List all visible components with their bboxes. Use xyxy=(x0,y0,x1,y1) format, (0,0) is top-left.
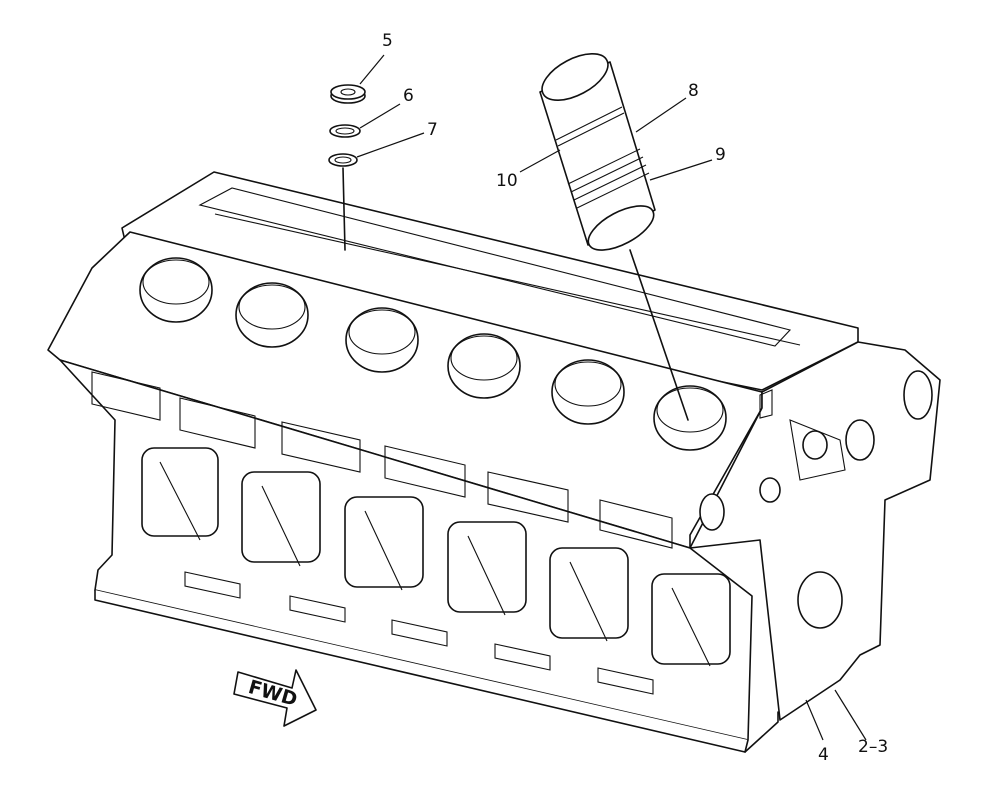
cylinder-bores xyxy=(139,257,727,451)
callout-8: 8 xyxy=(688,81,699,101)
callout-labels: 5 6 7 8 9 10 4 2–3 xyxy=(382,31,888,765)
cylinder-liner xyxy=(539,53,689,421)
callout-6: 6 xyxy=(403,86,414,106)
callout-leaders xyxy=(356,54,867,741)
fwd-arrow: FWD xyxy=(233,669,317,727)
callout-4: 4 xyxy=(818,745,829,765)
callout-2-3: 2–3 xyxy=(858,737,888,757)
fwd-label: FWD xyxy=(246,676,300,711)
callout-10: 10 xyxy=(496,171,518,191)
callout-5: 5 xyxy=(382,31,393,51)
callout-7: 7 xyxy=(427,120,438,140)
arrow-right-icon xyxy=(233,669,317,727)
seal-parts xyxy=(328,84,366,251)
front-ports xyxy=(91,371,673,549)
callout-9: 9 xyxy=(715,145,726,165)
crankcase-windows xyxy=(141,447,731,667)
end-plate-features xyxy=(699,370,933,629)
